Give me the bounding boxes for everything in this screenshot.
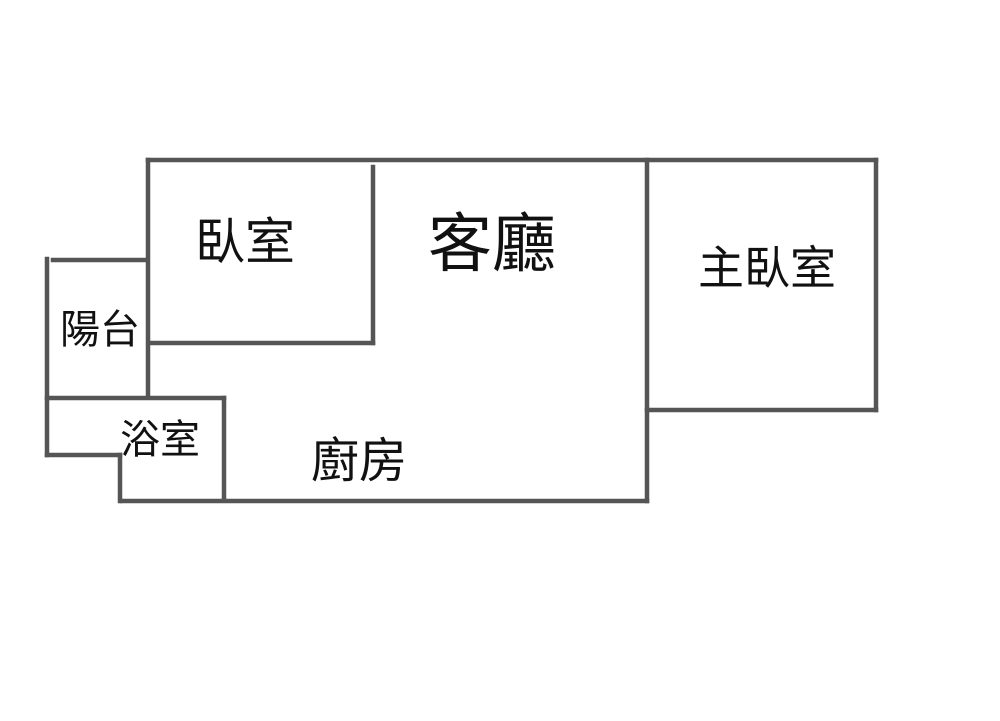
- walls: [44, 157, 879, 504]
- room-label-bathroom: 浴室: [120, 417, 200, 463]
- room-label-living-room: 客廳: [428, 208, 556, 282]
- room-label-master-bedroom: 主臥室: [698, 241, 836, 295]
- room-label-balcony: 陽台: [60, 307, 140, 353]
- room-label-kitchen: 廚房: [311, 433, 407, 489]
- room-label-bedroom: 臥室: [195, 213, 295, 271]
